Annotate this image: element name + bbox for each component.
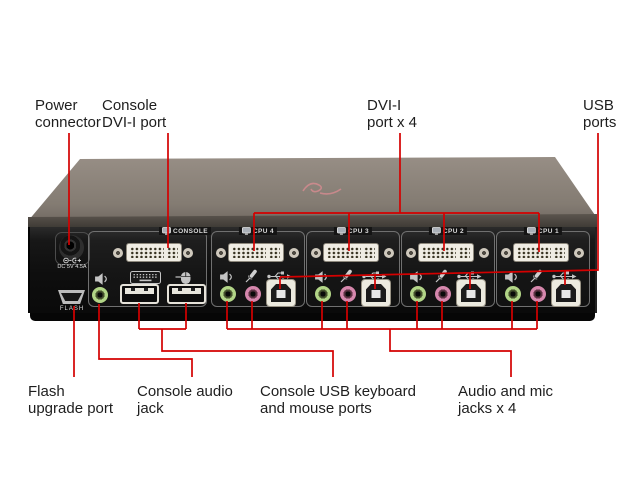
mic-icon: [339, 269, 352, 284]
console-section-header: CONSOLE: [159, 227, 211, 235]
mic-icon: [434, 269, 447, 284]
speaker-icon: [94, 272, 108, 286]
label-dvi-ports-x4: DVI-I port x 4: [367, 97, 418, 131]
speaker-icon: [409, 270, 423, 284]
cpu3-mic-jack: [340, 286, 356, 302]
console-keyboard-usb-port: [120, 284, 159, 304]
screw-post: [311, 248, 321, 258]
cpu4-usb-b-port: [267, 280, 295, 306]
label-flash-upgrade-port: Flash upgrade port: [28, 383, 114, 417]
cpu4-label: CPU 4: [252, 227, 275, 235]
cpu-section-2: CPU 2: [401, 227, 495, 307]
cpu1-usb-b-port: [552, 280, 580, 306]
mic-icon: [244, 269, 257, 284]
cpu2-label: CPU 2: [442, 227, 465, 235]
speaker-icon: [504, 270, 518, 284]
label-console-dvi-port: Console DVI-I port: [102, 97, 167, 131]
cpu-section-1: CPU 1: [496, 227, 590, 307]
power-connector: [59, 235, 84, 260]
cpu2-header: CPU 2: [428, 227, 468, 235]
monitor-icon: [527, 227, 536, 235]
mic-icon: [529, 269, 542, 284]
dc-polarity-icon: [63, 257, 81, 264]
cpu3-dvi-port: [317, 244, 385, 261]
cpu1-audio-jack: [505, 286, 521, 302]
cpu4-dvi-port: [222, 244, 290, 261]
screw-post: [216, 248, 226, 258]
speaker-icon: [219, 270, 233, 284]
cpu3-label: CPU 3: [347, 227, 370, 235]
cpu1-label: CPU 1: [537, 227, 560, 235]
screw-post: [574, 248, 584, 258]
monitor-icon: [432, 227, 441, 235]
cpu3-header: CPU 3: [333, 227, 373, 235]
screw-post: [183, 248, 193, 258]
power-connector-outline: [55, 232, 90, 265]
cpu-section-4: CPU 4: [211, 227, 305, 307]
console-audio-jack: [92, 287, 108, 303]
console-dvi-port: [120, 244, 188, 261]
console-mouse-usb-port: [167, 284, 206, 304]
screw-post: [406, 248, 416, 258]
screw-post: [289, 248, 299, 258]
cpu1-mic-jack: [530, 286, 546, 302]
console-section: CONSOLE: [88, 227, 211, 307]
screw-post: [113, 248, 123, 258]
cpu3-usb-b-port: [362, 280, 390, 306]
cpu1-dvi-port: [507, 244, 575, 261]
cpu-section-3: CPU 3: [306, 227, 400, 307]
cpu2-dvi-port: [412, 244, 480, 261]
monitor-icon: [337, 227, 346, 235]
label-console-usb-ports: Console USB keyboard and mouse ports: [260, 383, 416, 417]
monitor-icon: [162, 227, 171, 235]
speaker-icon: [314, 270, 328, 284]
screw-post: [479, 248, 489, 258]
screw-post: [501, 248, 511, 258]
label-power-connector: Power connector: [35, 97, 101, 131]
flash-upgrade-port: [58, 290, 85, 304]
cpu4-header: CPU 4: [238, 227, 278, 235]
cpu2-mic-jack: [435, 286, 451, 302]
cpu4-mic-jack: [245, 286, 261, 302]
cpu2-audio-jack: [410, 286, 426, 302]
mouse-icon: [175, 271, 192, 285]
screw-post: [384, 248, 394, 258]
chassis-base: [30, 313, 595, 321]
cpu3-audio-jack: [315, 286, 331, 302]
console-section-label: CONSOLE: [173, 227, 208, 235]
power-rating-text: DC 5V 4.5A: [57, 264, 87, 270]
label-console-audio-jack: Console audio jack: [137, 383, 233, 417]
cpu1-header: CPU 1: [523, 227, 563, 235]
label-audio-mic-jacks: Audio and mic jacks x 4: [458, 383, 554, 417]
cpu4-audio-jack: [220, 286, 236, 302]
flash-port-label: FLASH: [59, 306, 85, 312]
power-rating-label: DC 5V 4.5A: [53, 257, 91, 270]
cpu2-usb-b-port: [457, 280, 485, 306]
label-usb-ports: USB ports: [583, 97, 617, 131]
monitor-icon: [242, 227, 251, 235]
keyboard-icon: [130, 271, 161, 284]
